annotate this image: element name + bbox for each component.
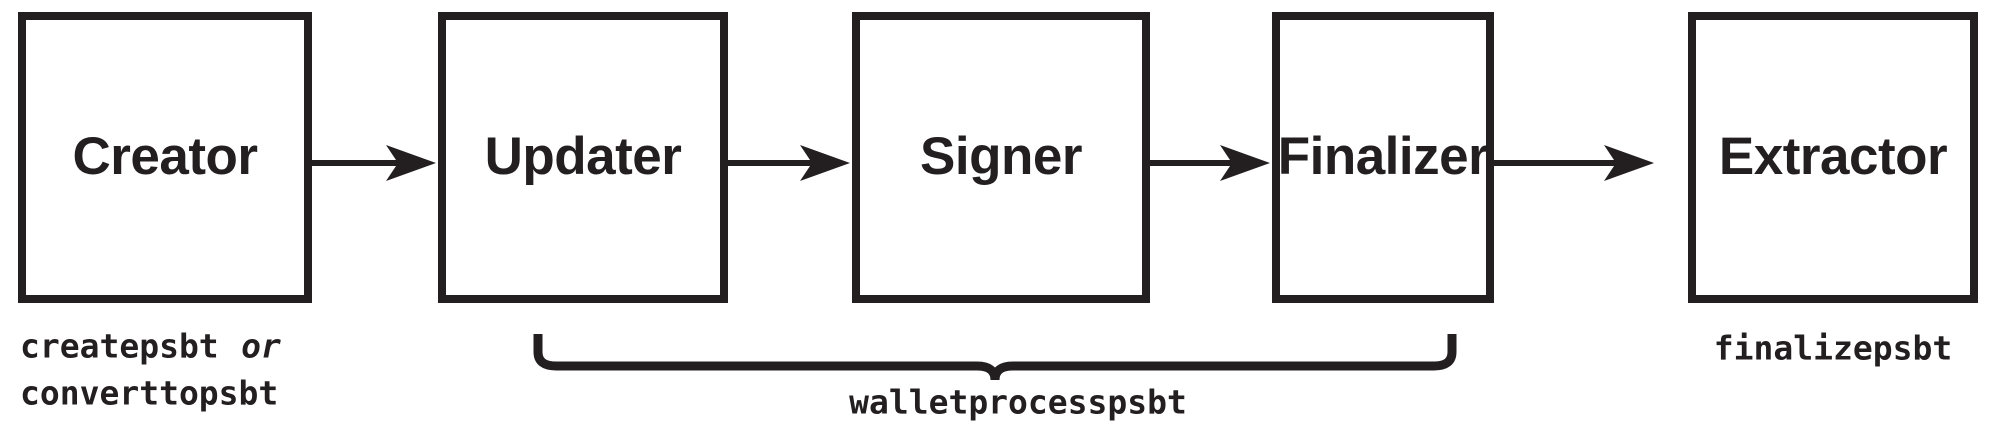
role-box-updater[interactable]: Updater (438, 12, 728, 303)
annotation-walletprocesspsbt: walletprocesspsbt (849, 383, 1187, 422)
role-box-extractor[interactable]: Extractor (1688, 12, 1978, 303)
annotation-createpsbt-text: createpsbt (20, 327, 219, 366)
arrow-creator-to-updater-head (386, 145, 436, 181)
role-box-signer[interactable]: Signer (852, 12, 1150, 303)
role-box-finalizer[interactable]: Finalizer (1272, 12, 1494, 303)
annotation-extractor-commands: finalizepsbt (1714, 329, 1952, 368)
role-box-signer-label: Signer (920, 127, 1082, 186)
annotation-walletprocesspsbt-text: walletprocesspsbt (849, 383, 1187, 422)
annotation-converttopsbt-text: converttopsbt (20, 374, 278, 413)
role-box-finalizer-label: Finalizer (1278, 127, 1489, 186)
annotation-finalizepsbt-text: finalizepsbt (1714, 329, 1952, 368)
command-annotations: createpsbt or converttopsbt finalizepsbt… (20, 327, 1952, 422)
role-box-creator[interactable]: Creator (18, 12, 312, 303)
role-box-extractor-label: Extractor (1719, 127, 1947, 186)
arrow-finalizer-to-extractor-head (1604, 145, 1654, 181)
arrow-signer-to-finalizer-head (1220, 145, 1270, 181)
arrow-updater-to-signer (728, 145, 850, 181)
role-box-updater-rect[interactable] (438, 12, 728, 303)
role-boxes: Creator Updater Signer Finalizer Extract… (18, 12, 1978, 303)
role-box-updater-label: Updater (485, 127, 682, 186)
walletprocesspsbt-brace (533, 334, 1457, 381)
role-box-extractor-rect[interactable] (1688, 12, 1978, 303)
role-box-creator-rect[interactable] (18, 12, 312, 303)
annotation-creator-commands: createpsbt or converttopsbt (20, 327, 281, 413)
arrow-creator-to-updater (312, 145, 436, 181)
role-box-finalizer-rect[interactable] (1272, 12, 1494, 303)
role-box-signer-rect[interactable] (852, 12, 1150, 303)
flow-arrows (312, 145, 1654, 181)
annotation-creator-line-1: createpsbt or (20, 327, 281, 366)
brace-path (533, 334, 1457, 381)
arrow-signer-to-finalizer (1150, 145, 1270, 181)
arrow-updater-to-signer-head (800, 145, 850, 181)
arrow-finalizer-to-extractor (1494, 145, 1654, 181)
annotation-or-text: or (241, 327, 281, 366)
role-box-creator-label: Creator (72, 127, 257, 186)
